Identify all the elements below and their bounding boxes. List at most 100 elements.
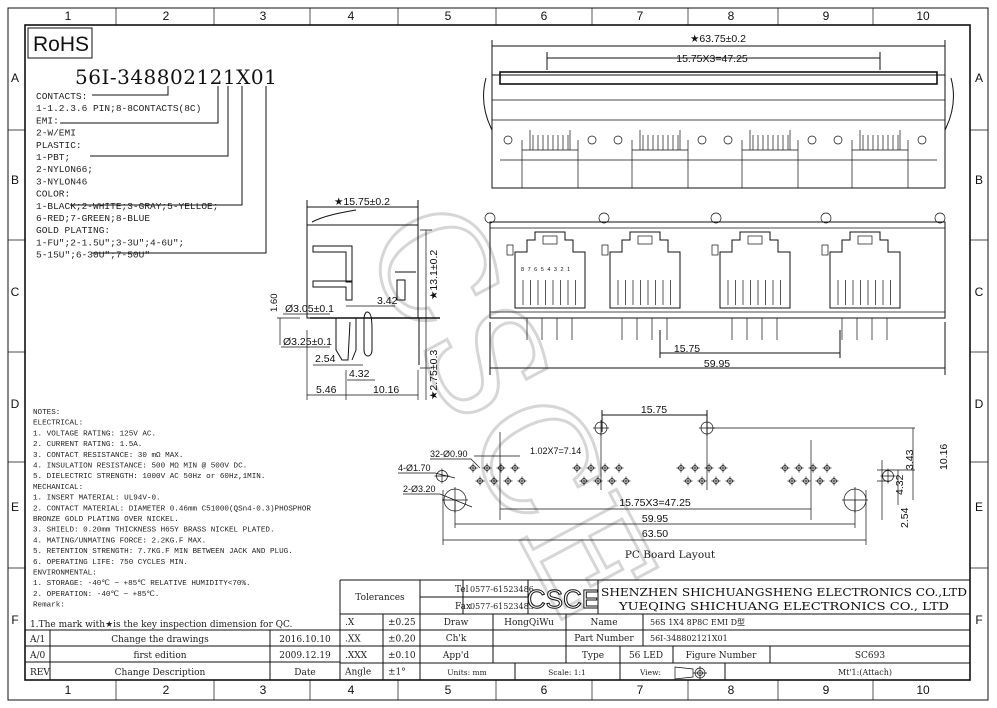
note-line: 5. RETENTION STRENGTH: 7.7KG.F MIN BETWE…: [33, 548, 293, 556]
dim-side-1016: 10.16: [373, 384, 399, 396]
pin-hole: [579, 476, 589, 486]
row-label: B: [11, 173, 19, 187]
column-label: 5: [445, 683, 452, 697]
rj45-port: [829, 231, 901, 309]
row-label: E: [11, 500, 19, 514]
rev-a1-desc: Change the drawings: [111, 635, 209, 645]
company-name-2: YUEQING SHICHUANG ELECTRONICS CO., LTD: [618, 599, 949, 613]
led-icon: [833, 135, 843, 145]
pin-hole: [475, 476, 485, 486]
check-label: Ch'k: [446, 634, 467, 644]
dim-pcb-holes32: 32-Ø0.90: [430, 449, 468, 459]
note-line: 5. DIELECTRIC STRENGTH: 1000V AC 50Hz or…: [33, 473, 265, 481]
dim-side-432: 4.32: [349, 368, 370, 380]
column-label: 7: [637, 9, 644, 23]
column-label: 1: [65, 683, 72, 697]
pin-hole: [510, 463, 520, 473]
dim-side-160: 1.60: [269, 294, 280, 313]
row-label: C: [975, 285, 984, 299]
pin-hole: [718, 463, 728, 473]
legend-line: 5-15U";6-30U";7-50U": [36, 250, 150, 261]
led-window: [821, 244, 829, 256]
column-label: 5: [445, 9, 452, 23]
tolerances-label: Tolerances: [355, 593, 405, 603]
pin-hole: [815, 476, 825, 486]
rohs-box: [27, 27, 93, 59]
note-line: 1. INSERT MATERIAL: UL94V-0.: [33, 495, 161, 503]
legend-line: 1-1.2.3.6 PIN;8-8CONTACTS(8C): [36, 103, 201, 114]
legend-line: 1-BLACK;2-WHITE;3-GRAY;5-YELLOE;: [36, 201, 218, 212]
note-line: ELECTRICAL:: [33, 420, 83, 428]
rohs-label: RoHS: [33, 33, 89, 56]
pin-hole: [586, 463, 596, 473]
rev-a0: A/0: [29, 651, 46, 661]
column-label: 9: [823, 9, 830, 23]
name-value: 56S 1X4 8P8C EMI D型: [650, 618, 745, 627]
scale-label: Scale: 1:1: [548, 668, 586, 677]
outer-border: [7, 7, 989, 701]
pin-hole: [711, 476, 721, 486]
dim-side-width: ★15.75±0.2: [334, 196, 390, 208]
led-icon: [613, 135, 623, 145]
dim-side-342: 3.42: [377, 295, 398, 307]
tel-label: Tel: [455, 585, 469, 595]
front-view-face: 8 7 6 5 4 3 2 1 15.75 59.95: [484, 212, 946, 375]
shield-tab: [710, 212, 722, 224]
dim-pcb-1575: 15.75: [641, 404, 667, 416]
led-icon: [587, 135, 597, 145]
note-line: 2. OPERATION: -40℃ ~ +85℃.: [33, 590, 159, 599]
legend-line: EMI:: [36, 115, 59, 126]
column-label: 3: [260, 9, 267, 23]
jack-outline: [631, 130, 689, 188]
led-icon: [697, 135, 707, 145]
approve-label: App'd: [442, 651, 469, 661]
pin-hole: [517, 476, 527, 486]
pin-hole: [787, 476, 797, 486]
note-line: 1. VOLTAGE RATING: 125V AC.: [33, 430, 156, 438]
latch-slot: [542, 235, 558, 245]
shield-tab: [820, 212, 832, 224]
legend-line: GOLD PLATING:: [36, 225, 110, 236]
latch-slot: [637, 235, 653, 245]
note-line: 4. MATING/UNMATING FORCE: 2.2KG.F MAX.: [33, 537, 206, 545]
tolerance-value: ±0.25: [388, 618, 416, 628]
part-code-legend: CONTACTS:1-1.2.3.6 PIN;8-8CONTACTS(8C)EM…: [36, 91, 218, 261]
note-line: BRONZE GOLD PLATING OVER NICKEL.: [33, 516, 179, 524]
row-label: C: [11, 285, 20, 299]
tolerance-value: ±0.20: [388, 635, 416, 645]
rev-header: REV: [30, 668, 50, 678]
rj45-port: [719, 231, 791, 309]
tolerance-key: Angle: [344, 668, 371, 678]
latch-slot: [747, 235, 763, 245]
row-label: D: [975, 397, 984, 411]
row-label: B: [975, 173, 983, 187]
column-label: 2: [163, 683, 170, 697]
legend-line: PLASTIC:: [36, 140, 82, 151]
pin-hole: [725, 476, 735, 486]
pin-hole: [482, 463, 492, 473]
tolerance-key: .XXX: [345, 651, 368, 661]
note-line: 2. CONTACT MATERIAL: DIAMETER 0.46mm C51…: [33, 505, 311, 513]
name-label: Name: [590, 618, 617, 628]
tolerance-key: .X: [345, 618, 355, 628]
row-label: F: [11, 613, 18, 627]
fax-value: 0577-61523483: [470, 602, 534, 611]
side-view: ★15.75±0.2 ★13.1±0.2 ★2.75±0.3 1.60 Ø3.0…: [269, 196, 440, 400]
tel-value: 0577-61523486: [470, 585, 534, 594]
front-view-top: ★63.75±0.2 15.75X3=47.25: [483, 33, 954, 189]
material-label: Mt'1:(Attach): [838, 668, 892, 677]
dim-pcb-pitch7: 1.02X7=7.14: [530, 446, 581, 456]
part-number-label: Part Number: [574, 634, 634, 644]
remark-text: 1.The mark with★is the key inspection di…: [30, 620, 293, 630]
note-line: ENVIRONMENTAL:: [33, 570, 97, 578]
pin-hole: [794, 463, 804, 473]
column-label: 9: [823, 683, 830, 697]
dim-front-pitch: 15.75X3=47.25: [676, 53, 748, 65]
part-code: 56I-348802121X01: [75, 65, 277, 89]
row-label: E: [975, 500, 983, 514]
fax-label: Fax: [455, 602, 471, 612]
draw-label: Draw: [444, 618, 469, 628]
dim-front-total: ★63.75±0.2: [690, 33, 746, 45]
legend-line: 2-W/EMI: [36, 128, 76, 139]
